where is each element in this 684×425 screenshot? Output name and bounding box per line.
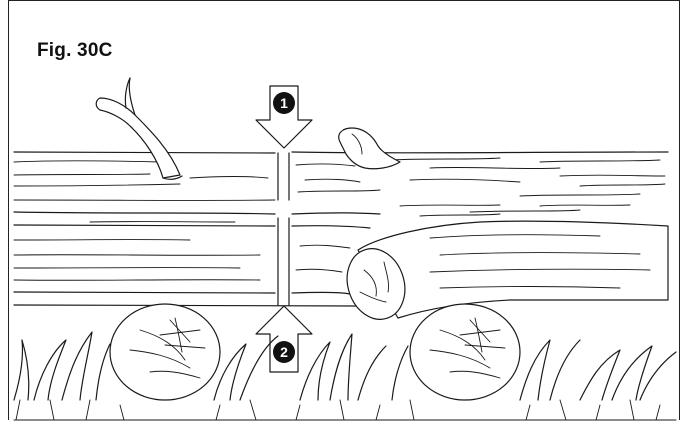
branch-stub [339,128,400,169]
branch-stick [96,78,182,179]
diagonal-log [338,205,668,327]
marker-2-label: 2 [280,344,288,360]
log-end-left [110,304,220,400]
arrow-up-2: 2 [256,306,312,372]
arrow-down-1: 1 [256,86,312,148]
marker-1-label: 1 [280,95,288,111]
log-end-right [410,304,520,400]
cut-lines [278,153,289,305]
lower-log [14,222,370,306]
